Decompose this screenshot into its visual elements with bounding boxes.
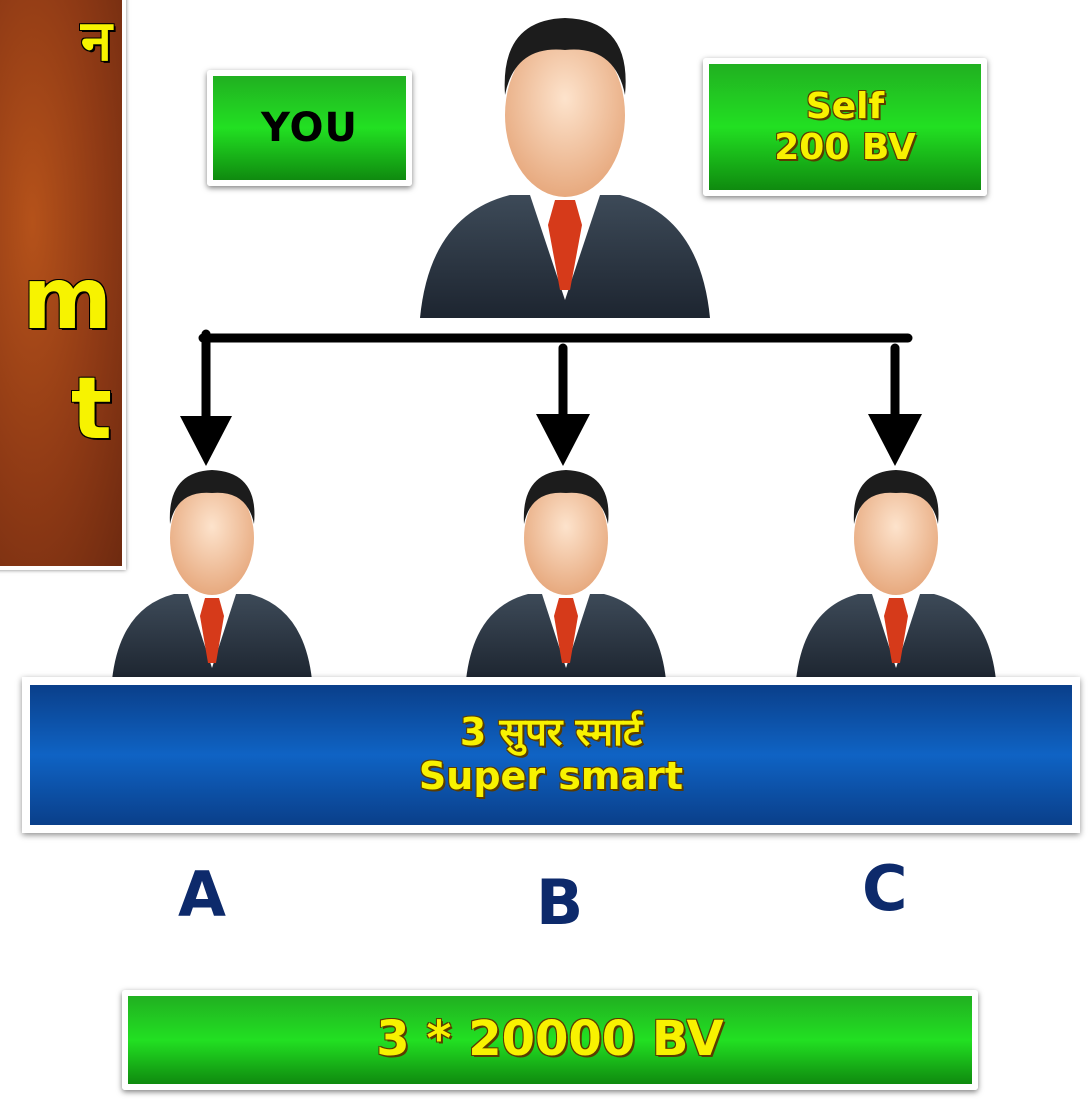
self-label: Self <box>805 85 885 127</box>
person-icon-a <box>112 470 312 680</box>
arrow-head-b <box>536 414 590 466</box>
super-smart-banner: 3 सुपर स्मार्ट Super smart <box>22 677 1080 833</box>
member-label-b: B <box>536 866 584 939</box>
member-label-c: C <box>862 852 908 925</box>
connector-lines <box>198 329 913 425</box>
side-text-mid: m <box>22 249 112 349</box>
self-bv-value: 200 BV <box>774 127 916 168</box>
side-text-top: न <box>80 9 112 74</box>
member-label-a: A <box>178 858 226 931</box>
self-bv-box: Self 200 BV <box>703 58 987 196</box>
person-icon-top <box>420 18 710 318</box>
you-tag: YOU <box>207 70 412 186</box>
banner-hindi-line: 3 सुपर स्मार्ट <box>459 710 643 755</box>
person-icon-c <box>796 470 996 680</box>
arrow-head-a <box>180 416 232 466</box>
side-panel: न m t <box>0 0 126 570</box>
arrow-head-c <box>868 414 922 466</box>
banner-english-line: Super smart <box>418 754 684 798</box>
total-bv-box: 3 * 20000 BV <box>122 990 978 1090</box>
side-text-low: t <box>70 359 112 459</box>
person-icon-b <box>466 470 666 680</box>
total-bv-value: 3 * 20000 BV <box>376 1011 724 1068</box>
you-label: YOU <box>260 105 359 151</box>
